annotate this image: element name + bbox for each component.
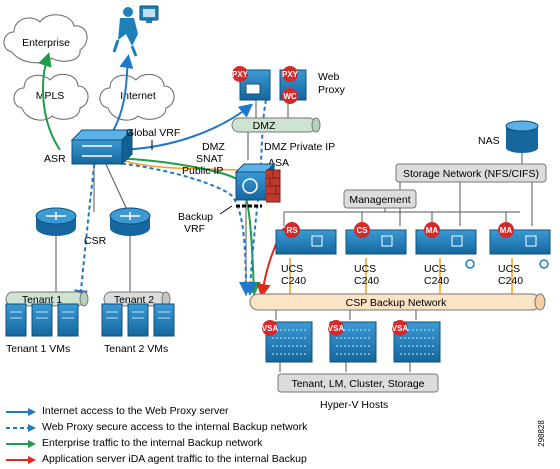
- proxy-label: Proxy: [318, 84, 346, 96]
- ma-badge-2: MA: [500, 226, 513, 235]
- mpls-cloud: MPLS: [13, 73, 89, 121]
- figure-id-label: 298828: [536, 420, 546, 447]
- backup-label: Backup: [178, 211, 213, 223]
- enterprise-label: Enterprise: [22, 37, 70, 49]
- mpls-label: MPLS: [36, 90, 65, 102]
- tenant1-pipe: Tenant 1: [5, 291, 89, 307]
- legend-label-enterprise-traffic: Enterprise traffic to the internal Backu…: [42, 437, 263, 449]
- legend-label-web-proxy-secure: Web Proxy secure access to the internal …: [42, 421, 308, 433]
- nas-storage-icon: [505, 120, 539, 153]
- internet-label: Internet: [120, 90, 156, 102]
- vrf-label: VRF: [184, 223, 205, 235]
- legend-item-enterprise-traffic: Enterprise traffic to the internal Backu…: [6, 437, 446, 451]
- ucs-server-ma-2: MA: [489, 222, 551, 269]
- vsa-badge-2: VSA: [328, 324, 345, 333]
- ucs-server-rs: RS: [275, 222, 337, 255]
- enterprise-cloud: Enterprise: [3, 14, 88, 64]
- pxy-badge-right: PXY: [282, 70, 299, 79]
- hyperv-bar-label: Tenant, LM, Cluster, Storage: [291, 378, 424, 390]
- dmz-private-ip-label: DMZ Private IP: [264, 141, 335, 153]
- web-proxy-server-left: PXY: [232, 66, 271, 101]
- ucs-server-ma-1: MA: [415, 222, 477, 269]
- web-proxy-server-right: PXY WC: [279, 66, 307, 104]
- legend-label-ida-agent-traffic: Application server iDA agent traffic to …: [42, 453, 307, 465]
- user-workstation-icon: [112, 5, 159, 57]
- wc-badge: WC: [283, 92, 297, 101]
- ucs-label-1: UCS: [281, 263, 303, 275]
- csp-backup-network-pipe: CSP Backup Network: [249, 293, 546, 311]
- legend-arrow-blue-dashed: [6, 424, 36, 432]
- hyperv-hosts-label: Hyper-V Hosts: [320, 399, 388, 411]
- storage-network-bar: Storage Network (NFS/CIFS): [395, 163, 547, 183]
- management-label: Management: [349, 194, 410, 206]
- tenant1-label: Tenant 1: [22, 294, 62, 306]
- tenant2-pipe: Tenant 2: [103, 291, 171, 307]
- c240-label-1: C240: [281, 275, 306, 287]
- legend-arrow-red: [6, 456, 36, 464]
- nas-label: NAS: [478, 135, 500, 147]
- rs-badge: RS: [286, 226, 298, 235]
- dmz-label: DMZ: [202, 141, 225, 153]
- legend-item-web-proxy-secure: Web Proxy secure access to the internal …: [6, 421, 446, 435]
- tenant2-label: Tenant 2: [114, 294, 154, 306]
- dmz-pipe-label: DMZ: [253, 120, 276, 132]
- cs-badge: CS: [356, 226, 368, 235]
- figure-id: 298828: [536, 415, 554, 455]
- management-bar: Management: [343, 189, 417, 209]
- hyperv-host-2: VSA: [328, 320, 377, 363]
- asr-label: ASR: [44, 153, 66, 165]
- snat-label: SNAT: [196, 153, 224, 165]
- backup-vrf-pointer: [219, 205, 233, 215]
- legend-item-ida-agent-traffic: Application server iDA agent traffic to …: [6, 453, 446, 467]
- asr-router-icon: [70, 128, 134, 166]
- hyperv-host-3: VSA: [392, 320, 441, 363]
- ucs-server-cs: CS: [345, 222, 407, 255]
- legend-item-internet-access: Internet access to the Web Proxy server: [6, 405, 446, 419]
- web-label: Web: [318, 71, 340, 83]
- c240-label-2: C240: [354, 275, 379, 287]
- pxy-badge-left: PXY: [232, 70, 249, 79]
- hyperv-host-1: VSA: [262, 320, 313, 363]
- tenant1-vms: [5, 303, 79, 337]
- asa-firewall-icon: [234, 162, 281, 208]
- csr-router-right-icon: [109, 207, 151, 236]
- tenant2-vms: [101, 303, 175, 337]
- ucs-label-3: UCS: [424, 263, 446, 275]
- legend-label-internet-access: Internet access to the Web Proxy server: [42, 405, 229, 417]
- ucs-label-4: UCS: [498, 263, 520, 275]
- tenant1-vms-label: Tenant 1 VMs: [6, 343, 70, 355]
- hyperv-network-bar: Tenant, LM, Cluster, Storage: [277, 373, 439, 393]
- c240-label-3: C240: [424, 275, 449, 287]
- ma-badge-1: MA: [426, 226, 439, 235]
- global-vrf-label: Global VRF: [126, 127, 180, 139]
- internet-cloud: Internet: [99, 73, 175, 121]
- vsa-badge-3: VSA: [392, 324, 409, 333]
- ucs-label-2: UCS: [354, 263, 376, 275]
- storage-network-label: Storage Network (NFS/CIFS): [403, 168, 539, 180]
- csr-router-left-icon: [35, 207, 77, 236]
- csr-label: CSR: [84, 235, 107, 247]
- legend: Internet access to the Web Proxy server …: [6, 405, 446, 469]
- csp-backup-network-label: CSP Backup Network: [346, 297, 448, 309]
- public-ip-label: Public IP: [182, 165, 223, 177]
- vsa-badge-1: VSA: [262, 324, 279, 333]
- c240-label-4: C240: [498, 275, 523, 287]
- legend-arrow-blue-solid: [6, 408, 36, 416]
- dmz-pipe: DMZ: [231, 117, 321, 133]
- legend-arrow-green: [6, 440, 36, 448]
- tenant2-vms-label: Tenant 2 VMs: [104, 343, 168, 355]
